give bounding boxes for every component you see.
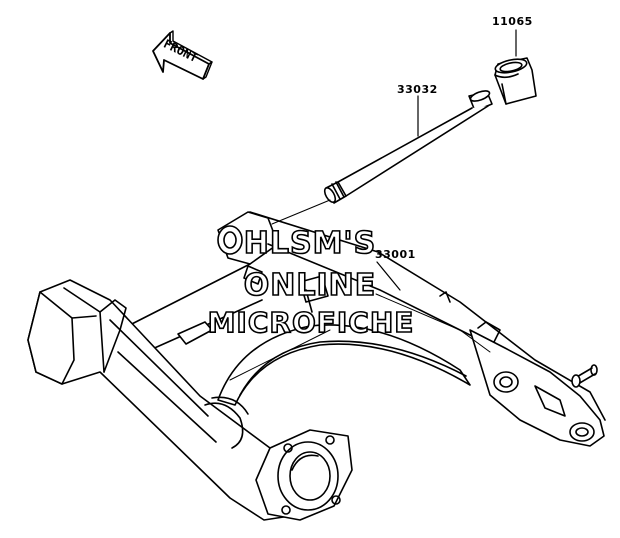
front-arrow-icon: FRONT [152, 30, 213, 80]
watermark-line-3: MICROFICHE [207, 305, 415, 340]
part-number-33032: 33032 [397, 83, 438, 96]
leader-line-33001 [376, 261, 401, 291]
swing-arm-part [27, 211, 606, 521]
bushing-part [494, 57, 537, 105]
alignment-line [271, 199, 331, 225]
watermark-line-1: HLSM'S [243, 225, 377, 262]
watermark-line-2: ONLINE [243, 267, 377, 304]
part-number-33001: 33001 [375, 248, 416, 261]
pivot-shaft-part [323, 90, 493, 204]
part-number-11065: 11065 [492, 15, 533, 28]
